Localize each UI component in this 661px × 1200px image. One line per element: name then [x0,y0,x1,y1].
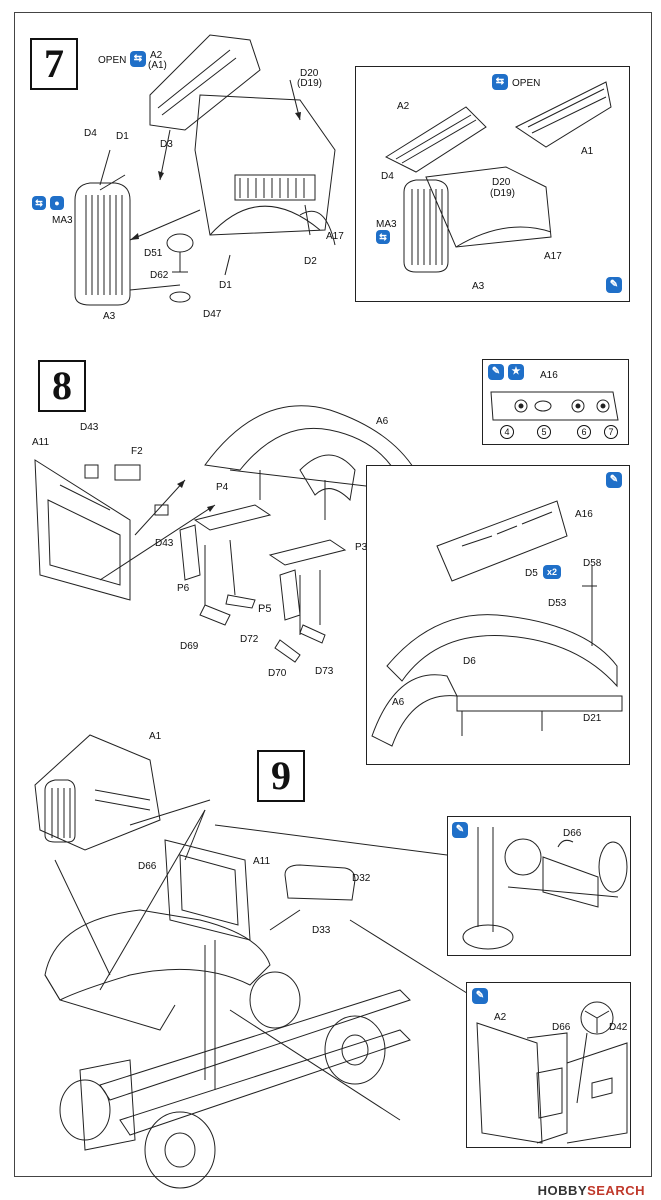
inset8-brush-icon: ✎ [606,472,622,488]
step7-d51: D51 [144,248,163,259]
inset7-paint-icon: ⇆ [376,230,390,244]
option-4-badge: 4 [500,425,514,439]
step8-detail-inset [366,465,630,765]
step8-p4: P4 [216,482,229,493]
hobby-search-watermark: HOBBYSEARCH [538,1183,645,1198]
step7-d3: D3 [160,139,173,150]
inset8-d5: D5 [525,568,538,579]
inset9a-d66: D66 [563,828,582,839]
options-a16: A16 [540,370,558,381]
inset9b-d66: D66 [552,1022,571,1033]
step-8-illustration [34,405,416,663]
step8-d43b: D43 [155,538,174,549]
drop-icon: ● [50,196,64,210]
watermark-brand: HOBBY [537,1183,588,1198]
step7-d20: D20 [300,68,319,79]
step8-d69: D69 [180,641,199,652]
page-frame [14,12,652,1177]
option-5-badge: 5 [537,425,551,439]
inset9a-brush-icon: ✎ [452,822,468,838]
step7-a17: A17 [326,231,344,242]
inset8-d53: D53 [548,598,567,609]
step7-d4: D4 [84,128,97,139]
step8-inset-drawing [371,500,623,747]
step9-d32: D32 [352,873,371,884]
inset8-d21: D21 [583,713,602,724]
step-7-illustration [74,34,336,306]
step7-d1: D1 [116,131,129,142]
inset8-d6: D6 [463,656,476,667]
options-panel-drawing [490,391,619,421]
step7-detail-inset [355,66,630,302]
step9-detail-inset-1 [447,816,631,956]
step8-p5: P5 [258,603,272,615]
step7-d1b: D1 [219,280,232,291]
step7-open-label: OPEN [98,55,127,66]
step7-a2: A2 [150,50,163,61]
step-7-number: 7 [30,38,78,90]
inset7-a17: A17 [544,251,562,262]
step7-d47: D47 [203,309,222,320]
step9-inset2-drawing [476,1001,628,1144]
watermark-rest: SEARCH [587,1183,645,1198]
options-brush-icon: ✎ [488,364,504,380]
inset8-a6: A6 [392,697,405,708]
step9-a1: A1 [149,731,162,742]
paint-bucket-icon: ⇆ [32,196,46,210]
step7-d19: (D19) [297,78,323,89]
step7-d2: D2 [304,256,317,267]
step8-d70: D70 [268,668,287,679]
inset7-a3: A3 [472,281,485,292]
inset7-open: OPEN [512,78,541,89]
inset9b-d42: D42 [609,1022,628,1033]
inset7-a1: A1 [581,146,594,157]
inset7-ma3: MA3 [376,219,397,230]
step8-p6: P6 [177,583,190,594]
step7-a1-alt: (A1) [148,60,167,71]
step7-a3: A3 [103,311,116,322]
inset9b-brush-icon: ✎ [472,988,488,1004]
inset-open-icon: ⇆ [492,74,508,90]
inset7-d20: D20 [492,177,511,188]
inset8-a16: A16 [575,509,593,520]
step9-a11: A11 [253,856,271,867]
step7-ma3: MA3 [52,215,73,226]
option-7-badge: 7 [604,425,618,439]
option-6-badge: 6 [577,425,591,439]
step8-d73: D73 [315,666,334,677]
step9-inset1-drawing [462,827,628,950]
inset7-d4: D4 [381,171,394,182]
step9-d33: D33 [312,925,331,936]
options-star-icon: ★ [508,364,524,380]
step8-f2: F2 [131,446,143,457]
inset9b-a2: A2 [494,1012,507,1023]
inset7-d19: (D19) [490,188,516,199]
inset8-x2-badge: x2 [543,565,561,579]
step9-detail-inset-2 [466,982,631,1148]
inset7-a2: A2 [397,101,410,112]
inset7-brush-icon: ✎ [606,277,622,293]
inset8-d58: D58 [583,558,602,569]
step9-d66: D66 [138,861,157,872]
step8-d43: D43 [80,422,99,433]
step8-a6: A6 [376,416,389,427]
open-icon: ⇆ [130,51,146,67]
step-8-number: 8 [38,360,86,412]
step7-inset-drawing [384,81,612,273]
step7-d62: D62 [150,270,169,281]
step-9-number: 9 [257,750,305,802]
step8-p3: P3 [355,542,368,553]
step8-a11: A11 [32,437,50,448]
step8-d72: D72 [240,634,259,645]
